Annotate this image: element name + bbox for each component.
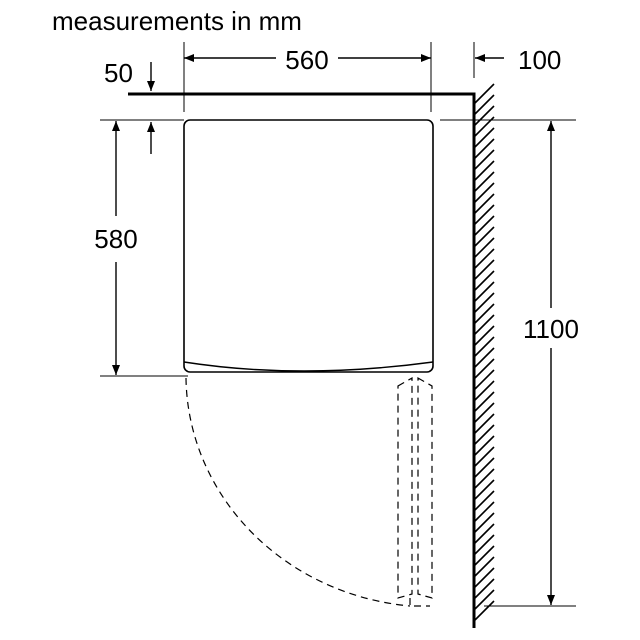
width-label: 560 [285,45,328,75]
hatch-stroke [473,523,495,545]
wall-clearance-label: 100 [518,45,561,75]
open-door-outline [397,376,433,607]
hatch-stroke [473,237,495,259]
hatch-stroke [473,457,495,479]
hatch-stroke [473,435,495,457]
hatch-stroke [473,83,495,105]
hatch-stroke [473,369,495,391]
hatch-stroke [473,424,495,446]
door-open-depth-label: 1100 [523,314,579,344]
top-gap-label: 50 [104,58,133,88]
hatch-stroke [473,204,495,226]
hatch-stroke [473,138,495,160]
door-swing-arc [185,377,411,607]
hatch-stroke [473,534,495,556]
hatch-stroke [473,259,495,281]
diagram-title: measurements in mm [52,6,302,36]
hatch-stroke [473,446,495,468]
hatch-stroke [473,292,495,314]
wall-hatching [473,83,495,622]
hatch-stroke [473,303,495,325]
hatch-stroke [473,248,495,270]
hatch-stroke [473,380,495,402]
hatch-stroke [473,325,495,347]
hatch-stroke [473,402,495,424]
hatch-stroke [473,281,495,303]
hatch-stroke [473,545,495,567]
hatch-stroke [473,215,495,237]
hatch-stroke [473,600,495,622]
hatch-stroke [473,501,495,523]
hatch-stroke [473,413,495,435]
hatch-stroke [473,182,495,204]
hatch-stroke [473,171,495,193]
appliance-door-front [183,361,434,372]
depth-label: 580 [94,224,137,254]
hatch-stroke [473,556,495,578]
hatch-stroke [473,193,495,215]
hatch-stroke [473,358,495,380]
hatch-stroke [473,270,495,292]
hatch-stroke [473,226,495,248]
hatch-stroke [473,391,495,413]
hatch-stroke [473,589,495,611]
hatch-stroke [473,105,495,127]
hatch-stroke [473,149,495,171]
hatch-stroke [473,479,495,501]
hatch-stroke [473,468,495,490]
hatch-stroke [473,94,495,116]
hatch-stroke [473,160,495,182]
hatch-stroke [473,127,495,149]
countertop-line [128,92,476,628]
hatch-stroke [473,347,495,369]
hatch-stroke [473,578,495,600]
hatch-stroke [473,512,495,534]
hatch-stroke [473,490,495,512]
hatch-stroke [473,567,495,589]
hatch-stroke [473,336,495,358]
hatch-stroke [473,314,495,336]
appliance-body [183,119,434,373]
extension-lines [100,42,576,607]
